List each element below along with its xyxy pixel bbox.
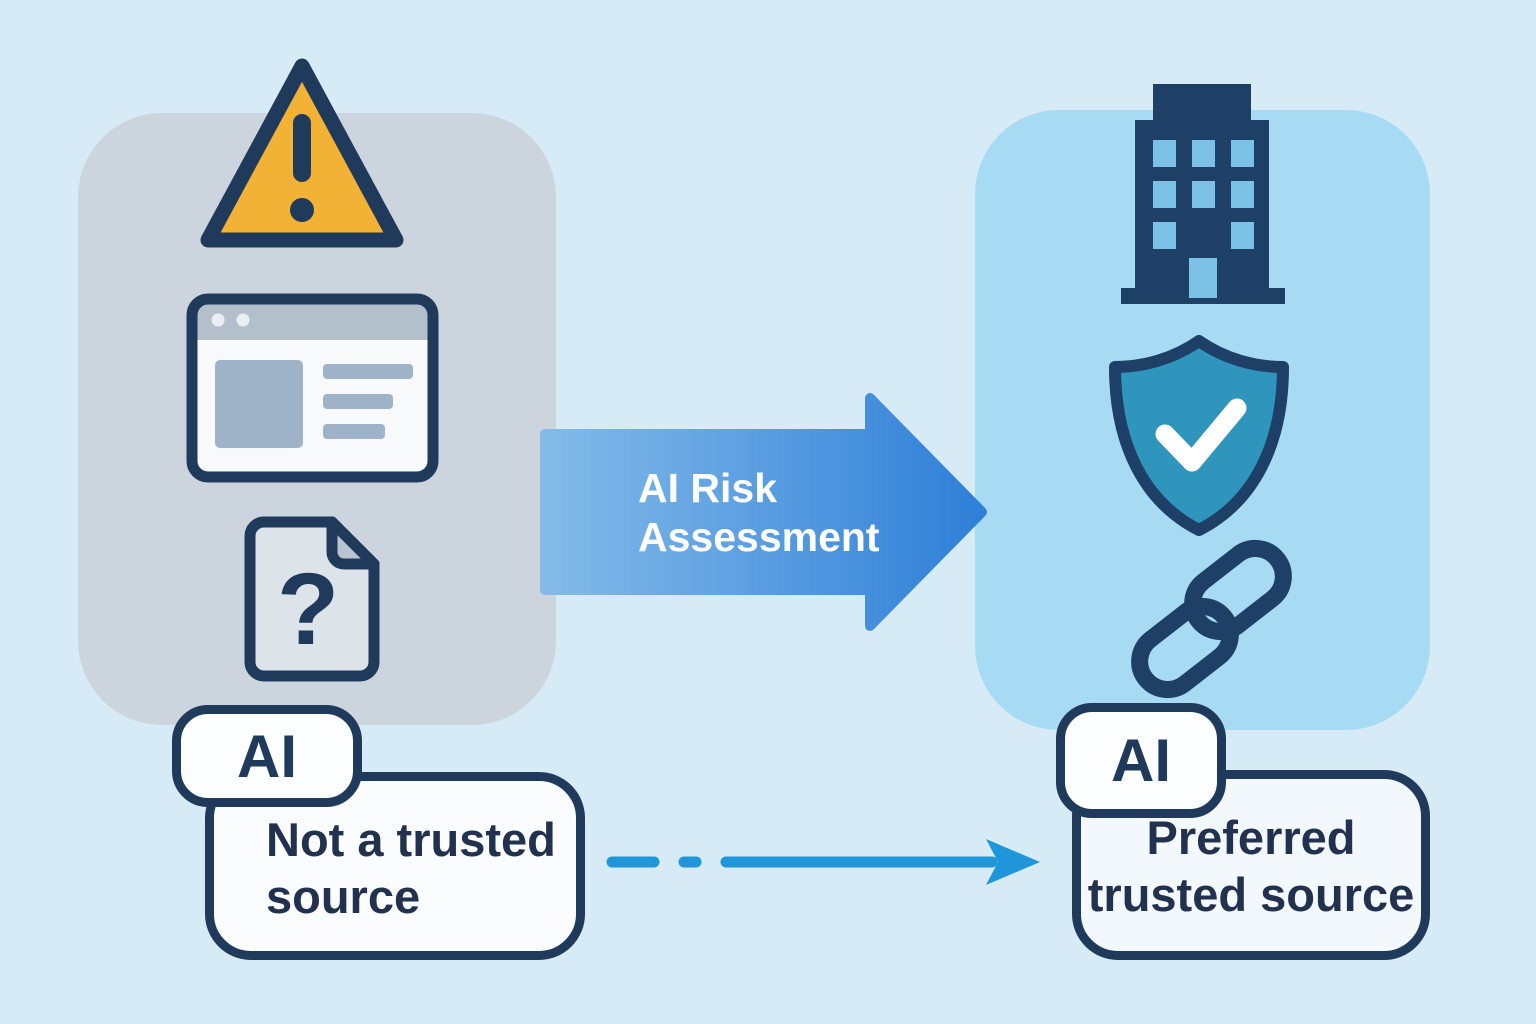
ai-badge-left-label: AI <box>237 722 297 790</box>
untrusted-caption-line1: Not a trusted <box>266 813 556 866</box>
browser-text-line <box>323 394 393 409</box>
building-window <box>1153 222 1176 249</box>
building-door <box>1189 258 1217 298</box>
chain-link-upper <box>1184 539 1292 641</box>
unknown-document-icon: ? <box>244 516 380 682</box>
trusted-caption-line1: Preferred <box>1146 811 1356 864</box>
shield-check-icon <box>1109 335 1289 536</box>
building-window <box>1153 140 1176 167</box>
ai-badge-left: AI <box>172 705 362 807</box>
risk-assessment-label-line1: AI Risk <box>638 465 777 511</box>
office-building-icon <box>1121 84 1285 304</box>
exclamation-bar <box>293 114 311 182</box>
document-folded-corner <box>326 516 380 570</box>
building-window <box>1153 181 1176 208</box>
browser-content-block <box>215 360 303 448</box>
building-window <box>1192 181 1215 208</box>
risk-assessment-label-line2: Assessment <box>638 514 880 561</box>
building-window <box>1231 181 1254 208</box>
risk-assessment-arrow <box>540 393 987 631</box>
chain-link-icon <box>1131 539 1292 699</box>
browser-text-line <box>323 424 385 439</box>
risk-assessment-label: AI Risk Assessment <box>638 464 938 562</box>
ai-badge-right: AI <box>1056 703 1226 818</box>
ai-badge-right-label: AI <box>1111 727 1171 794</box>
trusted-caption-line2: trusted source <box>1087 868 1415 922</box>
dashed-flow-arrow <box>606 839 1040 885</box>
dashed-arrowhead <box>986 839 1040 885</box>
building-window <box>1231 140 1254 167</box>
chain-link-lower <box>1131 597 1239 699</box>
browser-dot <box>211 313 225 327</box>
question-mark-glyph: ? <box>277 552 339 666</box>
building-window <box>1192 140 1215 167</box>
building-window <box>1231 222 1254 249</box>
browser-window-icon <box>186 293 439 483</box>
browser-text-line <box>323 364 413 379</box>
browser-dot <box>236 313 250 327</box>
exclamation-dot <box>290 198 314 222</box>
browser-toolbar <box>192 299 433 340</box>
checkmark <box>1155 398 1247 472</box>
untrusted-caption-line2: source <box>266 870 421 924</box>
warning-triangle-icon <box>200 58 404 248</box>
